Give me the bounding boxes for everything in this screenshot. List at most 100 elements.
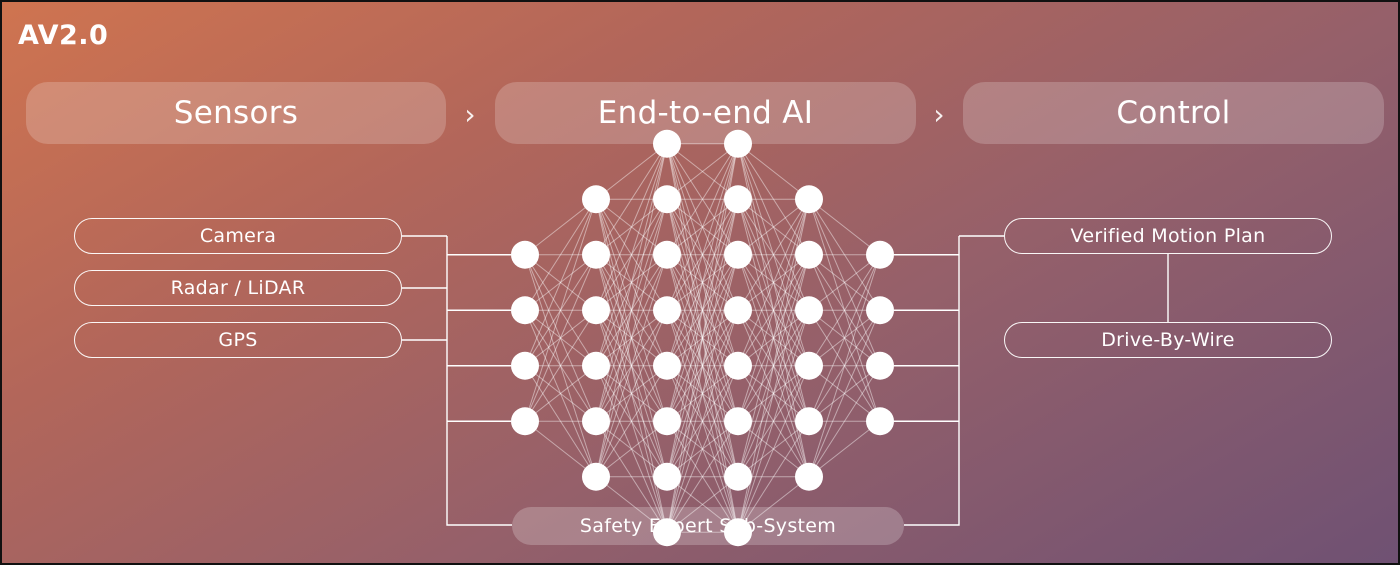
network-edge xyxy=(737,198,810,256)
network-edge xyxy=(737,199,810,477)
network-edge xyxy=(808,254,881,311)
network-node xyxy=(653,351,681,380)
network-edge xyxy=(595,420,668,478)
network-edge xyxy=(595,365,668,533)
network-edge xyxy=(666,198,739,311)
network-edge xyxy=(666,365,739,478)
network-edge xyxy=(737,365,810,533)
network-edge xyxy=(666,143,739,256)
network-edge xyxy=(666,199,739,422)
network-edge xyxy=(595,254,668,311)
network-edge xyxy=(737,143,810,366)
network-edge xyxy=(595,420,668,478)
network-edge xyxy=(666,254,739,422)
network-edge xyxy=(595,254,668,422)
network-edge xyxy=(666,309,739,422)
network-edge xyxy=(666,254,739,311)
network-edge xyxy=(737,254,810,311)
network-edge xyxy=(595,199,668,477)
network-edge xyxy=(737,198,810,311)
network-node xyxy=(724,185,752,214)
network-node xyxy=(795,185,823,214)
network-edge xyxy=(737,199,810,422)
network-edge xyxy=(524,365,597,422)
network-edge xyxy=(737,198,810,311)
network-edge xyxy=(524,254,597,367)
network-edge xyxy=(666,143,739,533)
network-edge xyxy=(666,365,739,533)
network-edge xyxy=(666,254,739,477)
network-edge xyxy=(524,254,597,311)
network-edge xyxy=(595,309,668,422)
network-node xyxy=(724,407,752,436)
network-edge xyxy=(808,310,881,477)
network-edge xyxy=(666,143,739,200)
network-edge xyxy=(524,198,597,311)
network-edge xyxy=(666,143,739,366)
network-edge xyxy=(524,254,597,311)
network-edge xyxy=(595,420,668,533)
stage-control: Control xyxy=(963,82,1384,144)
network-edge xyxy=(524,309,597,422)
network-edge xyxy=(666,310,739,477)
network-edge xyxy=(595,365,668,422)
network-edge xyxy=(595,143,668,366)
network-edge xyxy=(595,254,668,477)
network-node xyxy=(724,296,752,325)
chevron-right-icon: › xyxy=(933,97,945,131)
network-edge xyxy=(737,143,810,311)
network-edge xyxy=(524,254,597,367)
network-node xyxy=(653,296,681,325)
network-edge xyxy=(595,199,668,366)
network-edge xyxy=(595,254,668,367)
network-edge xyxy=(808,198,881,256)
network-edge xyxy=(737,420,810,533)
network-edge xyxy=(737,309,810,422)
network-edge xyxy=(808,309,881,422)
network-edge xyxy=(808,365,881,422)
network-edge xyxy=(737,143,810,256)
network-edge xyxy=(808,309,881,422)
network-edge xyxy=(524,309,597,367)
network-edge xyxy=(666,199,739,366)
network-edge xyxy=(524,310,597,477)
network-edge xyxy=(595,254,668,422)
network-node xyxy=(582,185,610,214)
network-edge xyxy=(737,254,810,533)
network-node xyxy=(795,296,823,325)
network-edge xyxy=(808,254,881,477)
network-edge xyxy=(808,309,881,367)
network-edge xyxy=(666,254,739,533)
network-edge xyxy=(666,143,739,422)
network-edge xyxy=(666,365,739,422)
input-camera: Camera xyxy=(74,218,402,254)
network-edge xyxy=(737,309,810,367)
input-gps: GPS xyxy=(74,322,402,358)
network-node xyxy=(653,240,681,269)
network-edge xyxy=(737,199,810,422)
network-edge xyxy=(524,198,597,256)
network-node xyxy=(582,462,610,491)
network-edge xyxy=(524,365,597,478)
network-edge xyxy=(808,254,881,367)
network-edge xyxy=(595,310,668,477)
network-edge xyxy=(666,254,739,477)
network-edge xyxy=(808,254,881,422)
network-edge xyxy=(595,198,668,256)
network-node xyxy=(653,518,681,547)
network-edge xyxy=(737,254,810,311)
network-edge xyxy=(666,365,739,533)
network-edge xyxy=(737,199,810,366)
network-edge xyxy=(666,254,739,422)
network-edge xyxy=(666,143,739,422)
network-edge xyxy=(808,254,881,367)
network-edge xyxy=(666,143,739,311)
network-edge xyxy=(524,309,597,367)
network-edge xyxy=(808,254,881,422)
network-edge xyxy=(666,420,739,533)
network-node xyxy=(582,351,610,380)
network-edge xyxy=(524,420,597,478)
network-edge xyxy=(595,143,668,200)
